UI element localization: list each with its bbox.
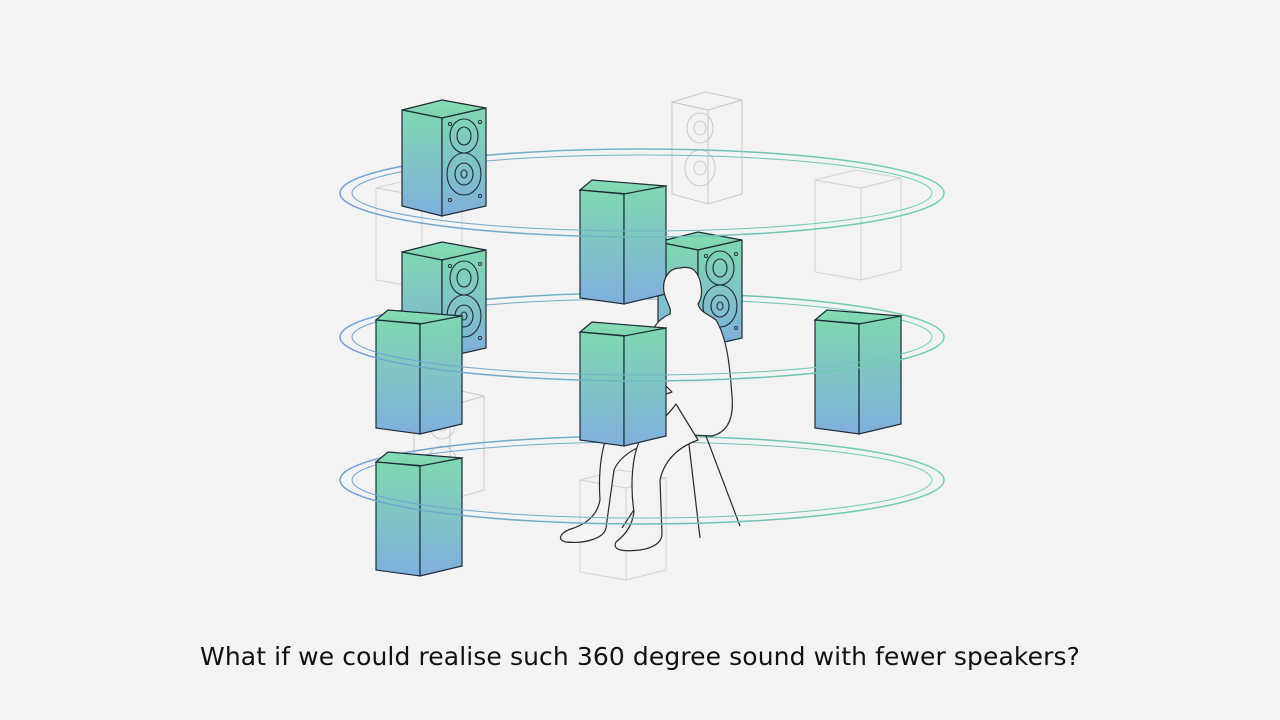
speaker-middle-left-front [375,309,463,435]
speaker-top-left [401,99,487,217]
ring-middle-front [339,336,945,382]
ring-bottom-front [339,479,945,525]
video-caption: What if we could realise such 360 degree… [200,642,1080,671]
ghost-speaker-right-top [814,169,902,281]
speaker-top-center [579,179,667,305]
ghost-speaker-back-top [671,91,743,205]
ring-top-back [339,148,945,194]
speaker-middle-center [579,321,667,447]
ring-top-front [339,192,945,238]
